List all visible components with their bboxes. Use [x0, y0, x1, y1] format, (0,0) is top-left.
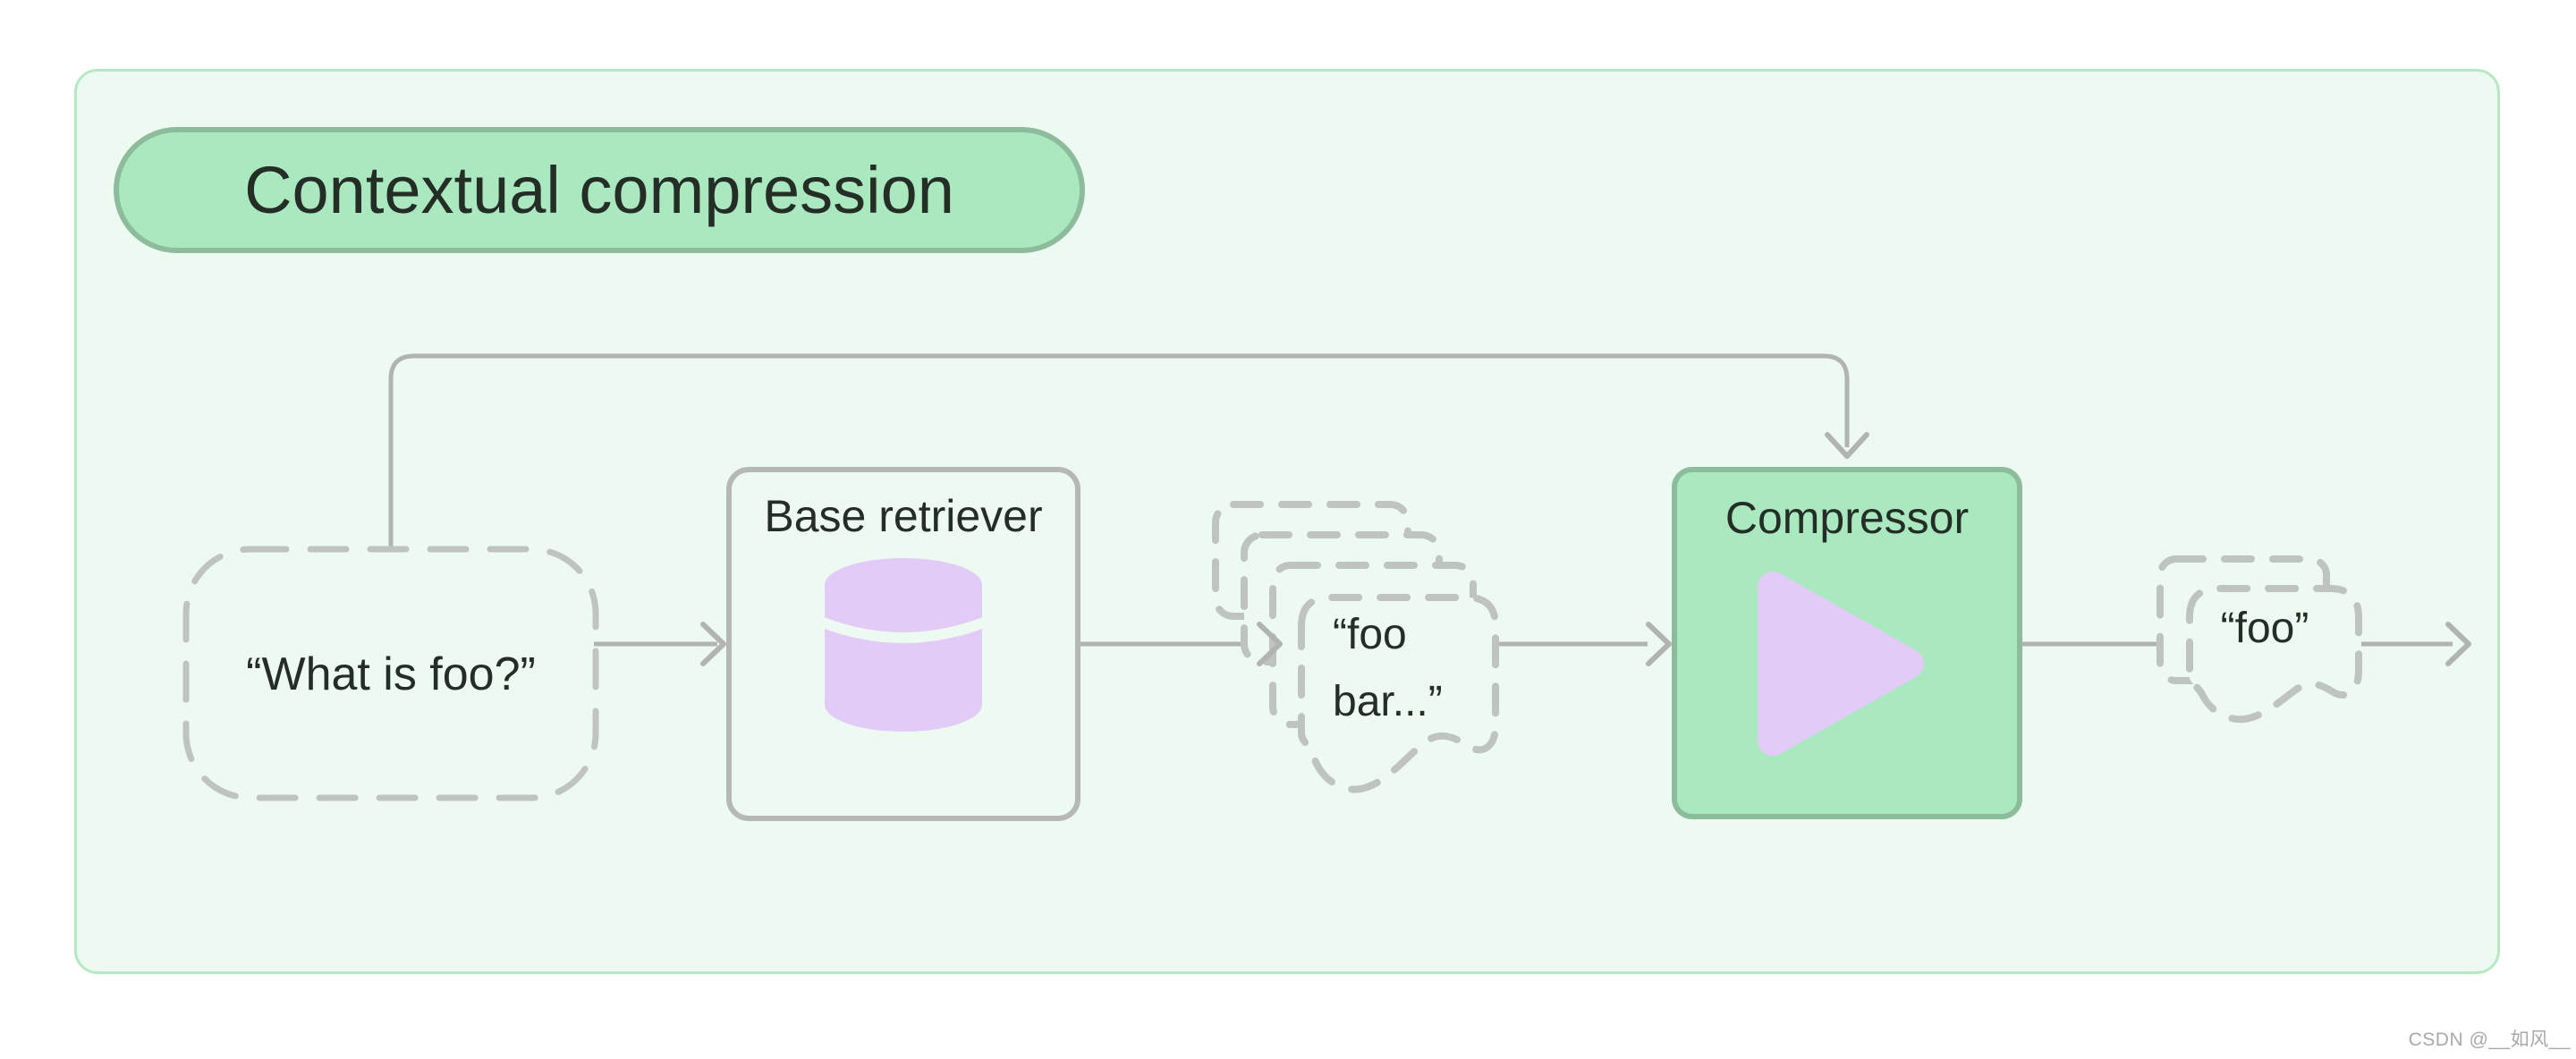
- docs-label-line1: “foo: [1333, 611, 1407, 658]
- base-retriever-label: Base retriever: [764, 491, 1042, 541]
- output-doc-label: “foo”: [2221, 605, 2309, 652]
- query-node: [182, 546, 599, 801]
- query-label: “What is foo?”: [246, 648, 536, 700]
- output-doc-front: [2186, 585, 2362, 724]
- doc-front: [1298, 594, 1499, 793]
- retrieved-docs-stack: “foo bar...”: [1212, 501, 1499, 793]
- diagram-title: Contextual compression: [244, 153, 954, 227]
- docs-label-line2: bar...”: [1333, 678, 1443, 725]
- arrowhead-into-docs-icon: [1257, 622, 1283, 666]
- database-cylinder-icon: [820, 558, 987, 732]
- compressor-label: Compressor: [1725, 493, 1969, 543]
- play-triangle-icon: [1758, 572, 1924, 756]
- compressed-doc-stack: “foo”: [2157, 555, 2362, 724]
- arrowhead-into-compressor-icon: [1646, 622, 1672, 666]
- arrowhead-down-into-compressor-icon: [1825, 432, 1869, 459]
- arrowhead-right-icon: [700, 622, 726, 666]
- base-retriever-node: [726, 467, 1080, 821]
- title-badge: Contextual compression: [114, 127, 1085, 253]
- watermark: CSDN @__如风__: [2408, 1029, 2571, 1050]
- connector-query-to-compressor: [388, 353, 1850, 547]
- arrowhead-final-icon: [2445, 622, 2471, 666]
